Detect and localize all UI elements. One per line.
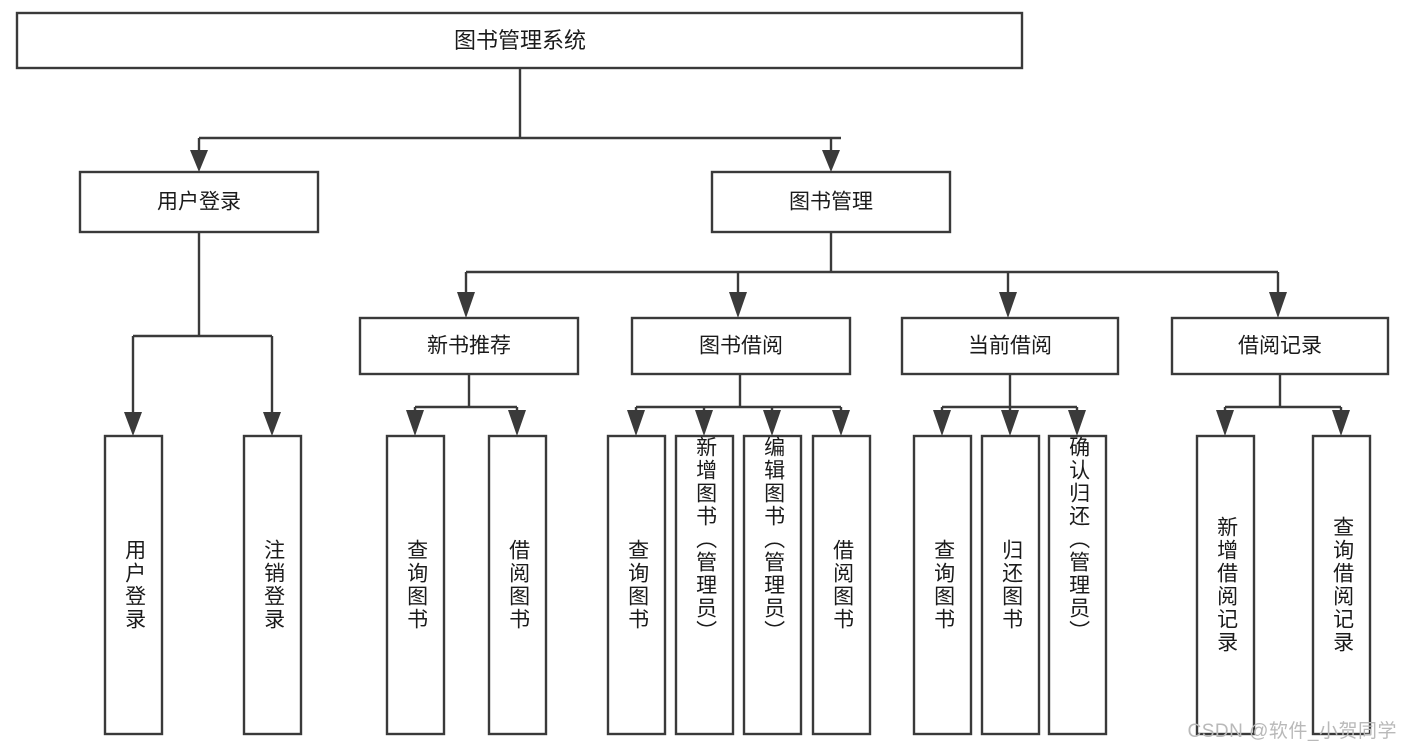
borrow-record-box[interactable]	[1170, 316, 1390, 376]
root-label: 图书管理系统	[454, 28, 586, 53]
csdn-watermark: CSDN @软件_小贺同学	[1187, 721, 1397, 742]
leaf-box-add-record[interactable]	[1195, 434, 1256, 736]
arrowhead-leaf-query-book-3	[933, 410, 951, 436]
new-book-recommend-box[interactable]	[358, 316, 580, 376]
arrowhead-leaf-return-book	[1001, 410, 1019, 436]
arrowhead-leaf-query-record	[1332, 410, 1350, 436]
arrowhead-leaf-logout	[263, 412, 281, 436]
leaf-box-edit-book[interactable]	[742, 434, 803, 736]
arrowhead-book-borrow	[729, 292, 747, 318]
connectors-group	[124, 68, 1350, 436]
arrowhead-borrow-record	[1269, 292, 1287, 318]
arrowhead-leaf-query-book-2	[627, 410, 645, 436]
arrowhead-leaf-confirm-return	[1068, 410, 1086, 436]
root-box[interactable]	[15, 11, 1024, 70]
node-borrow-record[interactable]: 借阅记录	[1170, 316, 1390, 376]
leaf-box-borrow-book-1[interactable]	[487, 434, 548, 736]
arrowhead-user-login	[190, 150, 208, 172]
node-current-borrow[interactable]: 当前借阅	[900, 316, 1120, 376]
node-new-book-recommend[interactable]: 新书推荐	[358, 316, 580, 376]
arrowhead-leaf-edit-book	[763, 410, 781, 436]
leaf-box-query-record[interactable]	[1311, 434, 1372, 736]
user-login-box[interactable]	[78, 170, 320, 234]
arrowhead-new-book-recommend	[457, 292, 475, 318]
leaf-box-logout[interactable]	[242, 434, 303, 736]
node-book-borrow[interactable]: 图书借阅	[630, 316, 852, 376]
node-book-manage[interactable]: 图书管理	[710, 170, 952, 234]
arrowhead-leaf-user-login	[124, 412, 142, 436]
arrowhead-leaf-query-book-1	[406, 410, 424, 436]
leaf-box-borrow-book-2[interactable]	[811, 434, 872, 736]
arrowhead-leaf-borrow-book-2	[832, 410, 850, 436]
current-borrow-label: 当前借阅	[968, 335, 1052, 358]
book-borrow-label: 图书借阅	[699, 335, 783, 358]
leaf-box-query-book-1[interactable]	[385, 434, 446, 736]
current-borrow-box[interactable]	[900, 316, 1120, 376]
arrowhead-leaf-add-record	[1216, 410, 1234, 436]
leaf-boxes-group	[103, 434, 1372, 736]
leaf-box-user-login[interactable]	[103, 434, 164, 736]
book-borrow-box[interactable]	[630, 316, 852, 376]
node-user-login[interactable]: 用户登录	[78, 170, 320, 234]
borrow-record-label: 借阅记录	[1238, 335, 1322, 358]
arrowhead-current-borrow	[999, 292, 1017, 318]
arrowhead-book-manage	[822, 150, 840, 172]
arrowhead-leaf-borrow-book-1	[508, 410, 526, 436]
book-manage-box[interactable]	[710, 170, 952, 234]
node-root[interactable]: 图书管理系统	[15, 11, 1024, 70]
user-login-label: 用户登录	[157, 191, 241, 214]
arrowhead-leaf-add-book	[695, 410, 713, 436]
leaf-box-query-book-3[interactable]	[912, 434, 973, 736]
new-book-recommend-label: 新书推荐	[427, 335, 511, 358]
leaf-box-add-book[interactable]	[674, 434, 735, 736]
leaf-box-query-book-2[interactable]	[606, 434, 667, 736]
book-manage-label: 图书管理	[789, 191, 873, 214]
leaf-box-confirm-return[interactable]	[1047, 434, 1108, 736]
leaf-box-return-book[interactable]	[980, 434, 1041, 736]
